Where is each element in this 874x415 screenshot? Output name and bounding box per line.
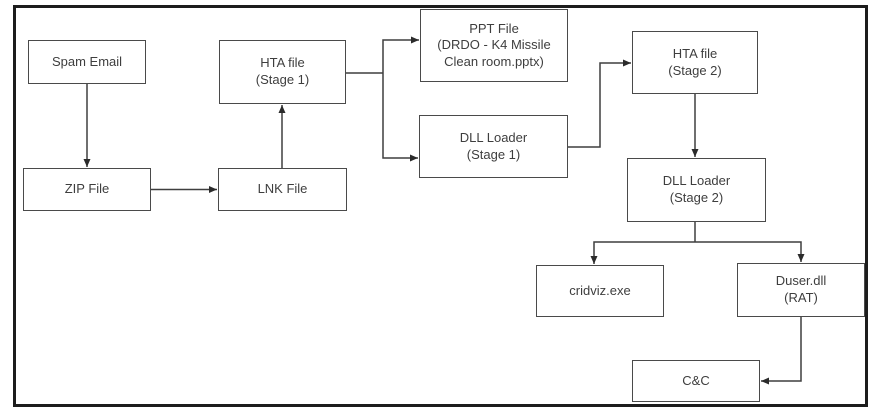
- node-duser-dll-label: Duser.dll (RAT): [775, 273, 827, 305]
- edge-dll-loader-stage1-to-hta-stage2: [568, 59, 631, 148]
- node-dll-loader-stage1-label: DLL Loader (Stage 1): [459, 129, 528, 162]
- node-spam-email: Spam Email: [28, 40, 146, 84]
- node-cridviz-exe: cridviz.exe: [536, 265, 664, 317]
- node-ppt-file: PPT File (DRDO - K4 Missile Clean room.p…: [420, 9, 568, 82]
- node-hta-stage1-label: HTA file (Stage 1): [255, 55, 310, 87]
- node-cnc: C&C: [632, 360, 760, 402]
- node-cridviz-exe-label: cridviz.exe: [569, 282, 631, 298]
- edge-hta-stage1-to-dll-loader-stage1: [382, 73, 418, 162]
- node-zip-file-label: ZIP File: [64, 181, 110, 197]
- node-dll-loader-stage2-label: DLL Loader (Stage 2): [662, 173, 731, 205]
- edge-duser-dll-to-cnc: [761, 317, 802, 385]
- node-spam-email-label: Spam Email: [51, 53, 123, 69]
- node-zip-file: ZIP File: [23, 168, 151, 211]
- node-hta-stage2: HTA file (Stage 2): [632, 31, 758, 94]
- node-lnk-file: LNK File: [218, 168, 347, 211]
- node-dll-loader-stage2: DLL Loader (Stage 2): [627, 158, 766, 222]
- edge-dll-loader-stage2-to-duser-dll: [695, 241, 805, 262]
- node-dll-loader-stage1: DLL Loader (Stage 1): [419, 115, 568, 178]
- edge-hta-stage1-to-ppt-file: [382, 36, 419, 73]
- node-lnk-file-label: LNK File: [257, 181, 308, 197]
- node-ppt-file-label: PPT File (DRDO - K4 Missile Clean room.p…: [437, 20, 551, 69]
- edge-dll-loader-stage2-to-cridviz-exe: [590, 241, 695, 264]
- node-hta-stage2-label: HTA file (Stage 2): [668, 45, 722, 78]
- node-duser-dll: Duser.dll (RAT): [737, 263, 865, 317]
- node-cnc-label: C&C: [682, 372, 710, 388]
- node-hta-stage1: HTA file (Stage 1): [219, 40, 346, 104]
